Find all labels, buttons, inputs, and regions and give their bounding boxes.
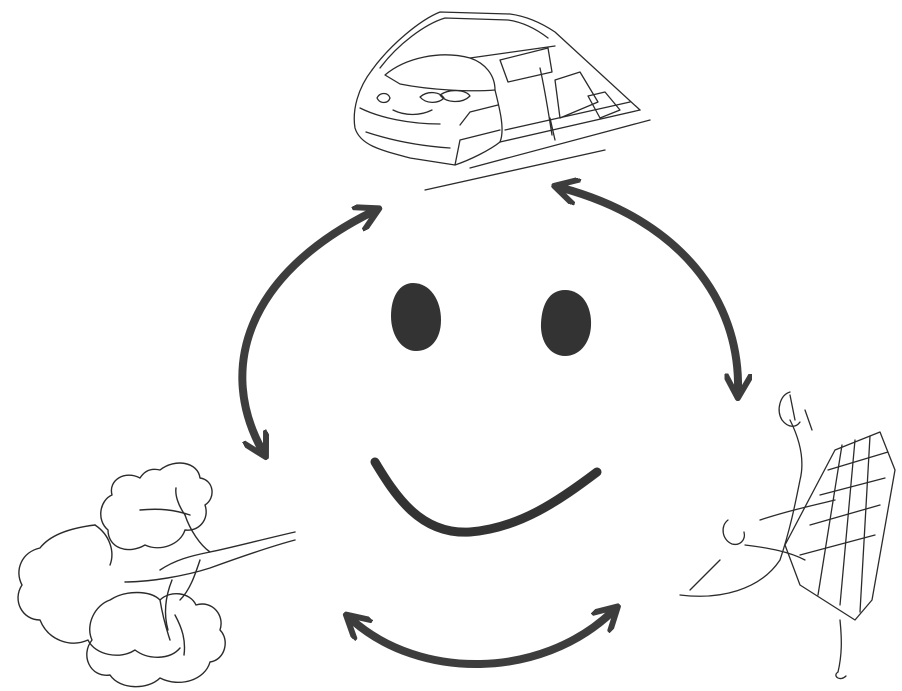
smiley-face-icon [375,283,597,532]
arrow-train-solar [562,188,738,390]
arrow-tree-train [242,212,372,450]
tree-sketch-icon [18,463,295,687]
smile-mouth [375,462,597,532]
train-sketch-icon [354,12,650,190]
arrow-tree-solar [352,612,612,664]
right-eye [541,290,591,356]
left-eye [391,283,441,351]
solar-panel-sketch-icon [680,392,895,679]
